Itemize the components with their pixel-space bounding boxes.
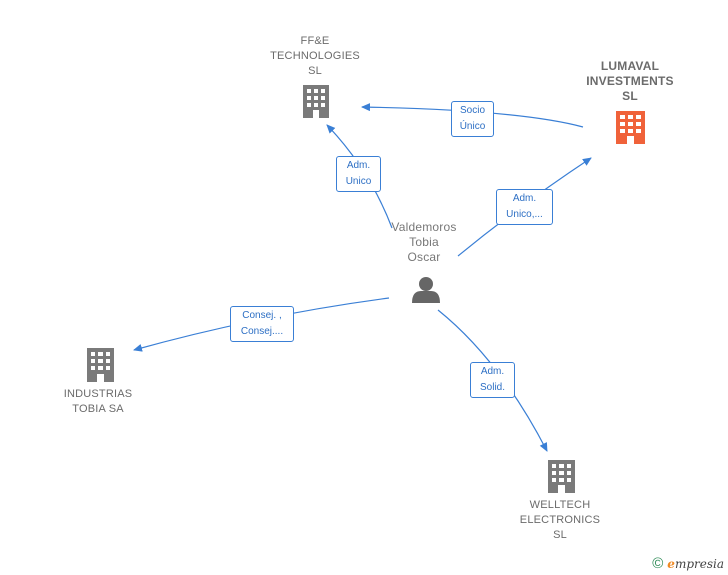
brand-logo: empresia xyxy=(667,556,724,571)
company-label-ffe[interactable]: FF&E TECHNOLOGIES SL xyxy=(270,35,360,77)
edge-label-adm-ffe[interactable]: Adm. Unico xyxy=(336,156,381,192)
person-icon[interactable] xyxy=(412,277,440,303)
company-label-industrias[interactable]: INDUSTRIAS TOBIA SA xyxy=(63,388,133,415)
edge-label-adm-welltech[interactable]: Adm. Solid. xyxy=(470,362,515,398)
copyright-icon: © xyxy=(652,555,664,572)
edge-socio-unico xyxy=(361,103,584,128)
company-label-welltech[interactable]: WELLTECH ELECTRONICS SL xyxy=(519,499,601,541)
company-label-lumaval[interactable]: LUMAVAL INVESTMENTS SL xyxy=(586,59,674,103)
edge-label-adm-lumaval[interactable]: Adm. Unico,... xyxy=(496,189,553,225)
edge-label-consej[interactable]: Consej. , Consej.... xyxy=(230,306,294,342)
empresia-footer[interactable]: © empresia xyxy=(652,555,724,572)
edge-label-socio-unico[interactable]: Socio Único xyxy=(451,101,494,137)
building-icon[interactable] xyxy=(303,85,329,118)
building-icon[interactable] xyxy=(616,111,645,144)
building-icon[interactable] xyxy=(87,348,114,382)
person-label[interactable]: Valdemoros Tobia Oscar xyxy=(391,220,457,264)
building-icon[interactable] xyxy=(548,460,575,493)
